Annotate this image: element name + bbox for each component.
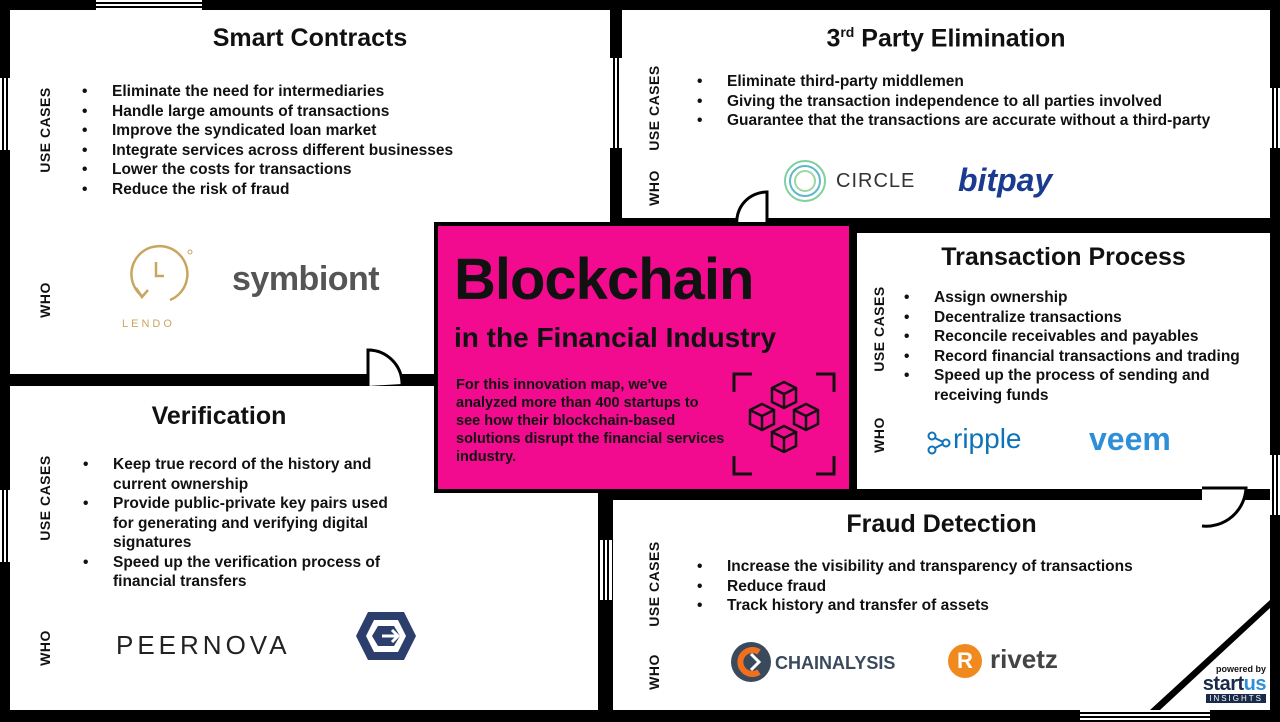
- use-case-item: Integrate services across different busi…: [82, 141, 582, 161]
- use-case-item: Guarantee that the transactions are accu…: [697, 111, 1217, 131]
- doorway-top-mid: [610, 58, 622, 148]
- panel-title: Smart Contracts: [212, 24, 408, 52]
- corner-triangle: [1150, 600, 1270, 710]
- panel-title: Fraud Detection: [846, 510, 1037, 538]
- use-case-item: Improve the syndicated loan market: [82, 121, 582, 141]
- doorway-mid-right: [1270, 455, 1280, 515]
- door-arc-left: [366, 348, 404, 386]
- rivetz-wordmark: rivetz: [990, 644, 1058, 674]
- use-case-item: Speed up the process of sending and rece…: [904, 366, 1264, 405]
- use-case-list: Keep true record of the history and curr…: [83, 455, 403, 592]
- use-cases-label: USE CASES: [37, 455, 53, 541]
- panel-smart-contracts: Smart Contracts USE CASES WHO Eliminate …: [10, 10, 610, 374]
- rivetz-logo: R rivetz: [948, 644, 1068, 684]
- use-case-item: Keep true record of the history and curr…: [83, 455, 403, 494]
- use-case-list: Assign ownership Decentralize transactio…: [904, 288, 1264, 405]
- use-case-item: Giving the transaction independence to a…: [697, 92, 1217, 112]
- startus-start: start: [1202, 673, 1244, 695]
- circle-wordmark: CIRCLE: [836, 170, 916, 192]
- who-label: WHO: [37, 630, 53, 666]
- powered-by-label: powered by: [1215, 664, 1266, 674]
- panel-title: Verification: [151, 402, 287, 430]
- who-label: WHO: [37, 282, 53, 318]
- ripple-logo: ripple: [927, 423, 1037, 457]
- ripple-wordmark: ripple: [953, 423, 1022, 454]
- symbiont-logo: symbiont: [232, 260, 380, 298]
- who-label: WHO: [871, 417, 887, 453]
- use-case-list: Increase the visibility and transparency…: [697, 557, 1217, 616]
- use-case-item: Record financial transactions and tradin…: [904, 347, 1264, 367]
- use-case-item: Provide public-private key pairs used fo…: [83, 494, 403, 553]
- chainalysis-c-icon: [731, 642, 771, 682]
- use-case-item: Lower the costs for transactions: [82, 160, 582, 180]
- lendo-wordmark: LENDO: [122, 318, 175, 330]
- panel-fraud-detection: Fraud Detection USE CASES WHO Increase t…: [613, 500, 1270, 710]
- use-cases-label: USE CASES: [646, 541, 662, 627]
- use-case-item: Speed up the verification process of fin…: [83, 553, 403, 592]
- verification-company-logo: [354, 610, 418, 662]
- panel-title: 3rd Party Elimination: [622, 24, 1270, 53]
- startus-us: us: [1243, 673, 1267, 695]
- insights-label: INSIGHTS: [1206, 694, 1266, 703]
- door-arc-right: [735, 190, 769, 228]
- who-label: WHO: [646, 654, 662, 690]
- use-case-list: Eliminate third-party middlemen Giving t…: [697, 72, 1217, 131]
- blockchain-cubes-icon: [732, 372, 836, 476]
- lendo-logo: LENDO: [118, 242, 198, 332]
- use-case-list: Eliminate the need for intermediaries Ha…: [82, 82, 582, 199]
- doorway-bottom-mid: [600, 540, 612, 600]
- use-case-item: Reconcile receivables and payables: [904, 327, 1264, 347]
- circle-rings-icon: [784, 160, 826, 202]
- use-cases-label: USE CASES: [37, 87, 53, 173]
- use-case-item: Eliminate third-party middlemen: [697, 72, 1217, 92]
- peernova-logo: PEERNOVA: [116, 630, 291, 660]
- doorway-bottom: [1080, 710, 1210, 720]
- use-case-item: Track history and transfer of assets: [697, 596, 1217, 616]
- circle-logo: CIRCLE: [782, 158, 922, 204]
- door-arc-bottom: [1201, 486, 1248, 528]
- title-part: Party Elimination: [854, 24, 1066, 53]
- doorway-bottom-left: [0, 490, 10, 562]
- title-part: 3: [826, 24, 841, 53]
- use-case-item: Decentralize transactions: [904, 308, 1264, 328]
- lendo-clock-icon: [130, 244, 193, 302]
- center-card: Blockchain in the Financial Industry For…: [434, 222, 853, 493]
- chainalysis-wordmark: CHAINALYSIS: [775, 653, 896, 673]
- title-superscript: rd: [840, 24, 855, 40]
- use-cases-label: USE CASES: [871, 286, 887, 372]
- doorway-top-left: [0, 78, 10, 150]
- use-case-item: Reduce the risk of fraud: [82, 180, 582, 200]
- arrow-cube-icon: [356, 612, 416, 660]
- chainalysis-logo: CHAINALYSIS: [729, 640, 899, 686]
- panel-title: Transaction Process: [941, 243, 1186, 271]
- rivetz-r-icon: R: [948, 644, 982, 678]
- center-description: For this innovation map, we've analyzed …: [456, 377, 725, 465]
- center-subtitle: in the Financial Industry: [454, 322, 777, 353]
- use-case-item: Handle large amounts of transactions: [82, 102, 582, 122]
- panel-transaction-process: Transaction Process USE CASES WHO Assign…: [857, 233, 1270, 489]
- veem-logo: veem: [1089, 421, 1171, 457]
- use-case-item: Reduce fraud: [697, 577, 1217, 597]
- ripple-x-icon: [927, 431, 951, 455]
- panel-third-party-elimination: 3rd Party Elimination USE CASES WHO Elim…: [622, 10, 1270, 218]
- doorway-top: [96, 0, 202, 10]
- use-case-item: Increase the visibility and transparency…: [697, 557, 1217, 577]
- doorway-top-right: [1270, 88, 1280, 148]
- startus-logo: startus: [1202, 673, 1267, 695]
- bitpay-logo: bitpay: [958, 162, 1053, 198]
- use-case-item: Eliminate the need for intermediaries: [82, 82, 582, 102]
- center-title: Blockchain: [454, 247, 754, 312]
- use-case-item: Assign ownership: [904, 288, 1264, 308]
